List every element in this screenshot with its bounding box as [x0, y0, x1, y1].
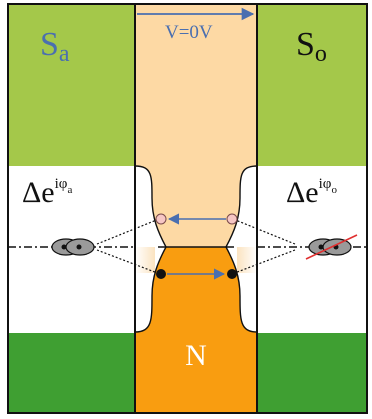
interface-glow-left [135, 247, 155, 273]
hole-right [226, 213, 238, 225]
left-sc-label: Sa [40, 26, 70, 67]
left-gap-edge-upper [135, 166, 166, 247]
andreev-dotted-left [96, 218, 161, 275]
normal-lower-region [135, 247, 257, 413]
andreev-dotted-right [231, 218, 296, 275]
normal-region-label: N [185, 339, 207, 372]
right-sc-label: So [296, 26, 327, 67]
left-sc-upper-band [8, 4, 135, 166]
normal-upper-region [135, 4, 257, 247]
interface-glow-right [237, 247, 257, 273]
voltage-label: V=0V [165, 22, 213, 43]
electron-right [227, 269, 237, 279]
right-gap-label: Δeiφo [286, 176, 337, 209]
cooper-pair-right-icon [308, 238, 352, 256]
right-sc-lower-band [257, 333, 367, 413]
cross-out-icon [305, 234, 358, 260]
cooper-pair-left-icon [51, 238, 95, 256]
right-sc-upper-band [257, 4, 367, 166]
hole-left [155, 213, 167, 225]
left-gap-label: Δeiφa [22, 176, 72, 209]
left-sc-lower-band [8, 333, 135, 413]
outer-frame [7, 3, 368, 414]
right-gap-edge-upper [226, 166, 257, 247]
electron-left [156, 269, 166, 279]
